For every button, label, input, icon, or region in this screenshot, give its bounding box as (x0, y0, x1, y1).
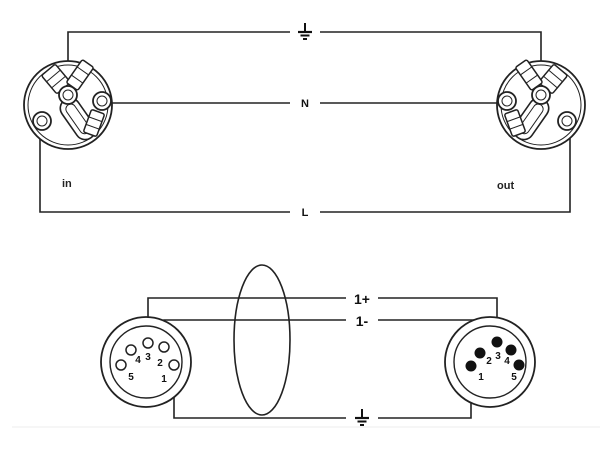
power-ground-wire (67, 23, 542, 80)
right-pin-1-label: 1 (478, 372, 484, 383)
left-pin-4 (125, 344, 137, 356)
left-pin-4-label: 4 (135, 355, 141, 366)
minus-wire-label: 1- (356, 313, 369, 329)
ground-symbol-icon (355, 409, 369, 426)
left-pin-1 (168, 359, 180, 371)
cable-shield-ellipse (233, 264, 291, 416)
power-connector-in (23, 59, 113, 150)
dmx-connector-left: 1 2 3 4 5 (100, 316, 192, 408)
left-pin-3-label: 3 (145, 352, 151, 363)
right-pin-4 (505, 344, 517, 356)
left-pin-5 (115, 359, 127, 371)
dmx-plus-wire: 1+ (147, 291, 498, 343)
right-pin-2-label: 2 (486, 356, 492, 367)
power-neutral-wire: N (100, 98, 510, 110)
right-pin-3 (491, 336, 503, 348)
power-connector-out (496, 59, 586, 150)
dmx-minus-wire: 1- (163, 313, 481, 353)
dmx-ground-wire (173, 366, 472, 426)
right-pin-4-label: 4 (504, 356, 510, 367)
left-pin-1-label: 1 (161, 374, 167, 385)
power-section: N L (23, 23, 586, 219)
left-pin-3 (142, 337, 154, 349)
left-pin-5-label: 5 (128, 372, 134, 383)
neutral-wire-label: N (301, 98, 309, 110)
ground-symbol-icon (298, 23, 312, 40)
line-wire-label: L (302, 207, 309, 219)
left-pin-2-label: 2 (157, 358, 163, 369)
connector-in-label: in (62, 178, 72, 190)
right-pin-3-label: 3 (495, 351, 501, 362)
left-pin-2 (158, 341, 170, 353)
connector-out-label: out (497, 180, 514, 192)
right-pin-5 (513, 359, 525, 371)
power-line-wire: L (39, 128, 571, 219)
right-pin-5-label: 5 (511, 372, 517, 383)
dmx-section: 1+ 1- 1 (100, 264, 536, 426)
plus-wire-label: 1+ (354, 291, 370, 307)
right-pin-1 (465, 360, 477, 372)
right-pin-2 (474, 347, 486, 359)
dmx-connector-right: 1 2 3 4 5 (444, 316, 536, 408)
